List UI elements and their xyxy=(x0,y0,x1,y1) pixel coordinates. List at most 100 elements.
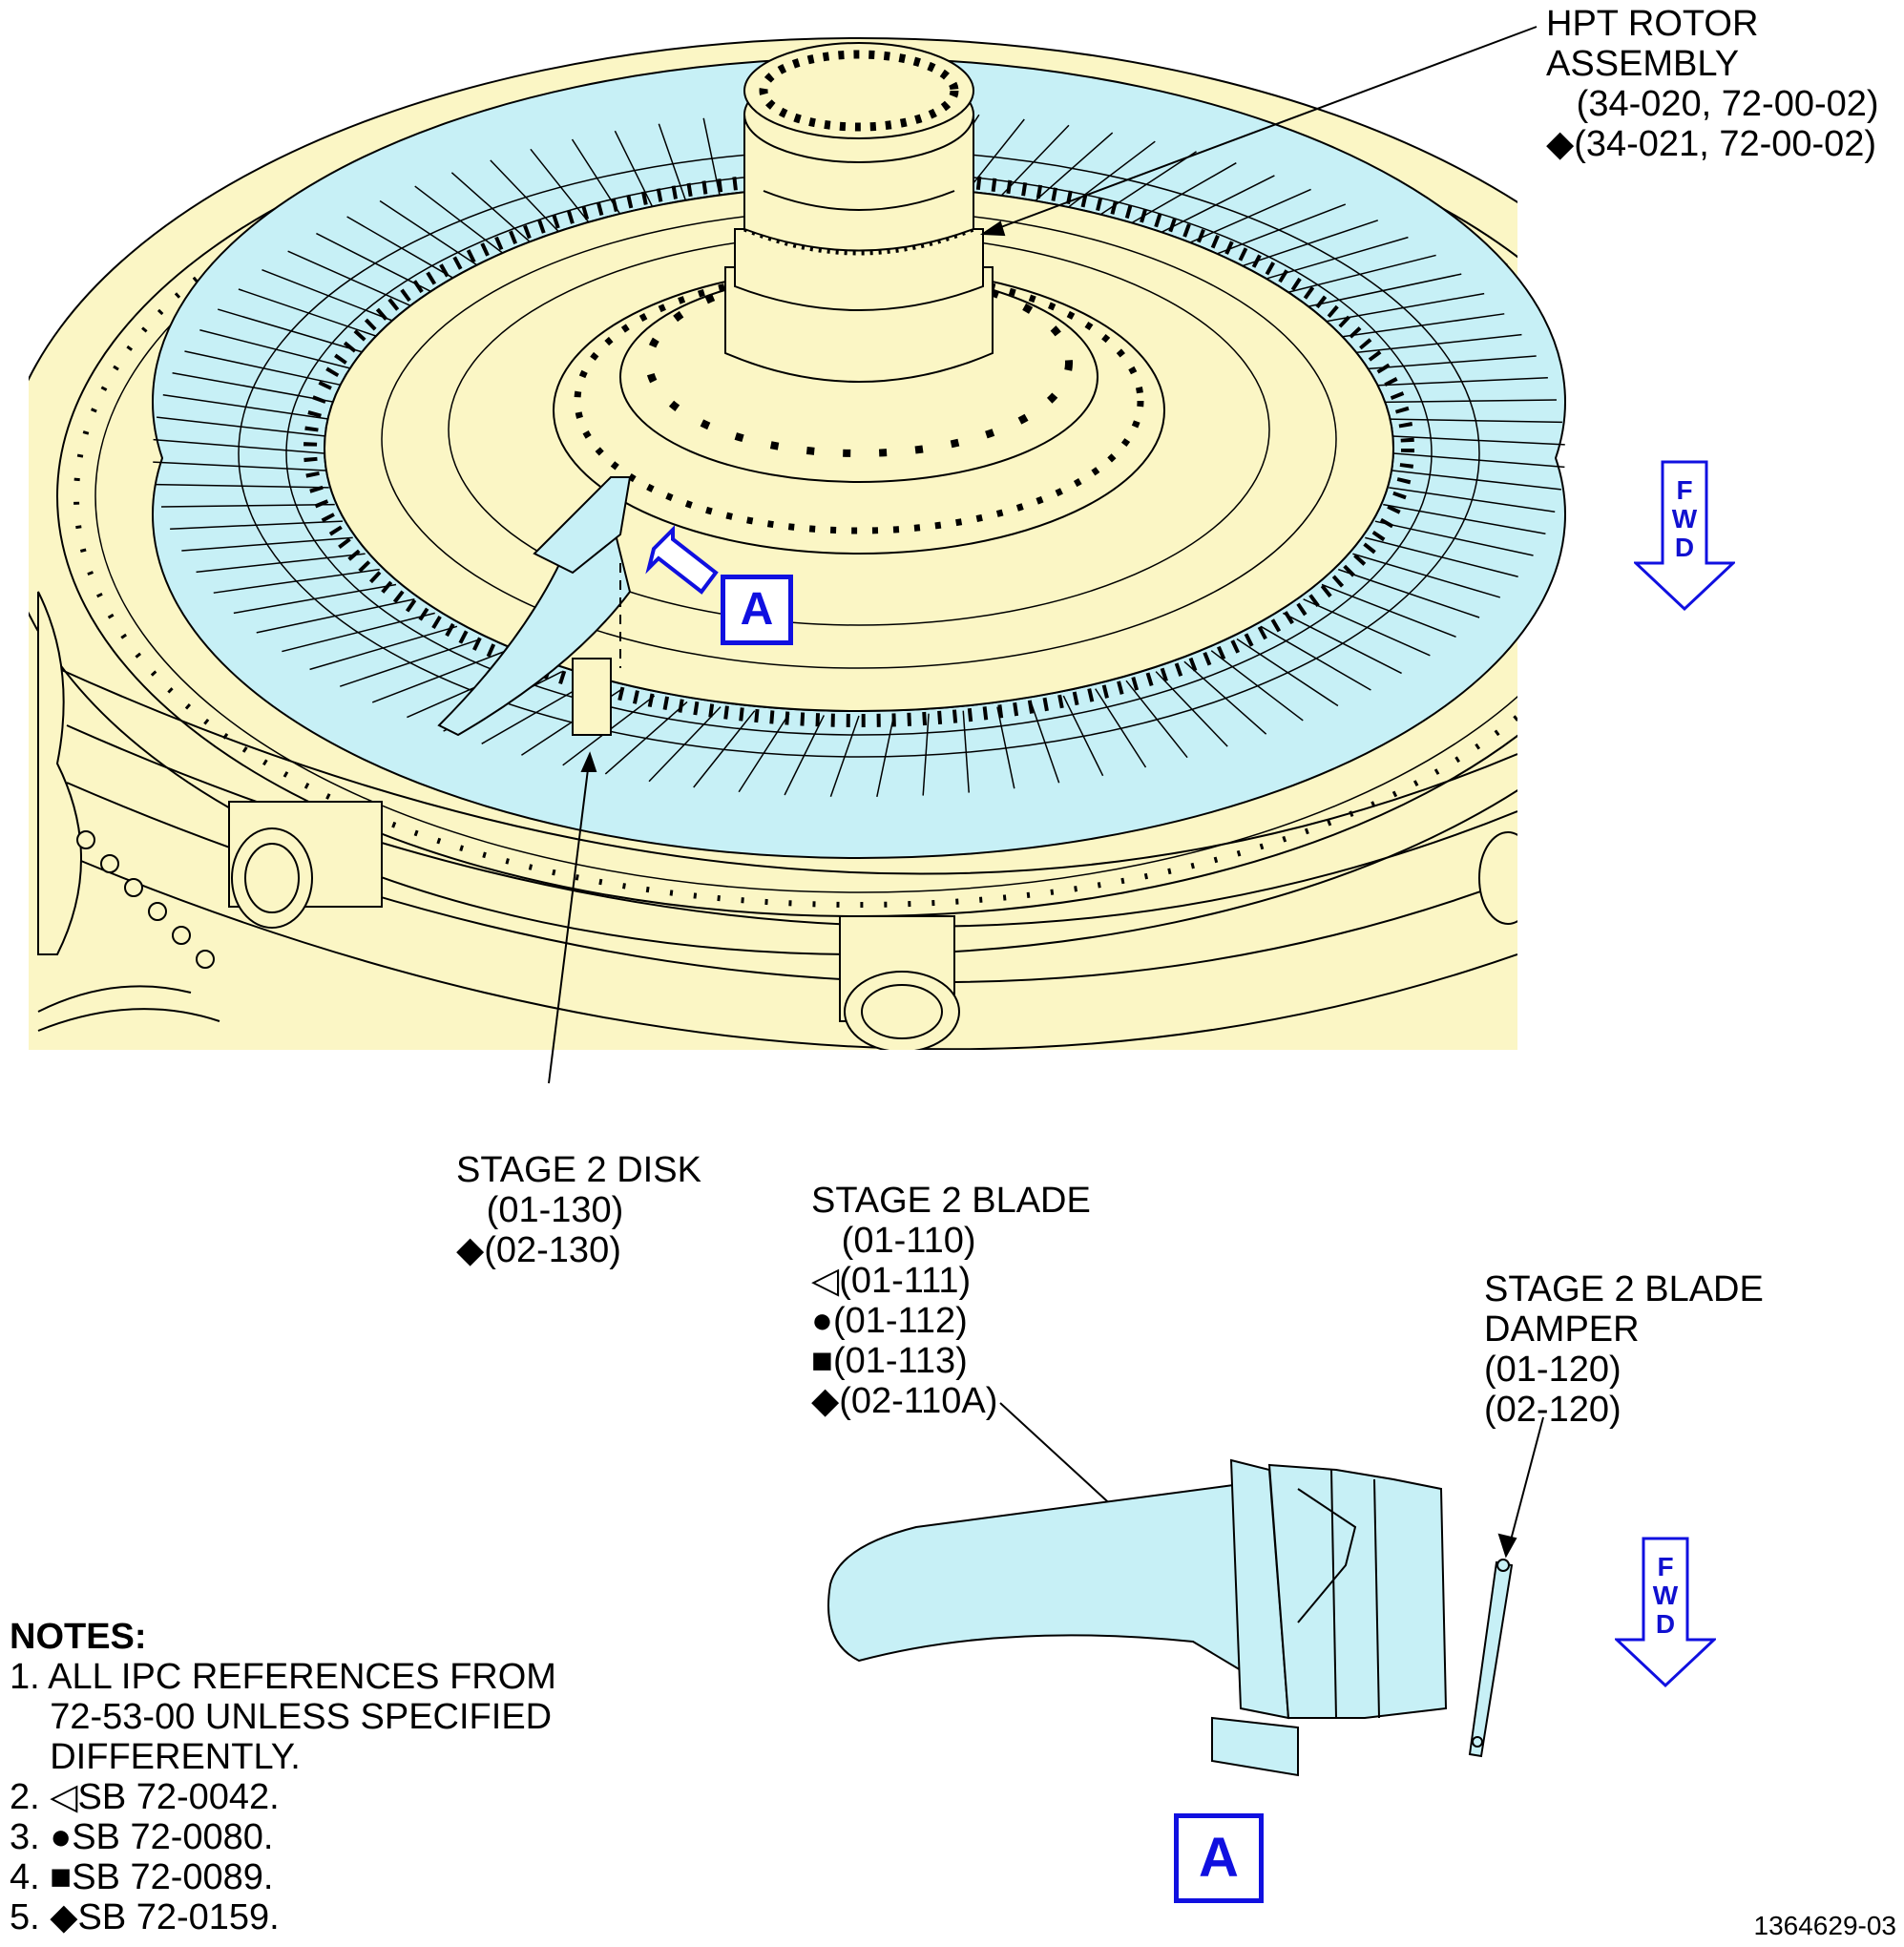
blade-edge xyxy=(238,288,380,339)
blade-edge xyxy=(1338,313,1505,339)
blade-edge xyxy=(156,483,329,489)
stage2-blade-label: STAGE 2 BLADE (01-110) ◁(01-111) ●(01-11… xyxy=(811,1181,1091,1421)
blade-edge xyxy=(693,710,756,788)
blade-edge xyxy=(604,701,688,775)
notes-title: NOTES: xyxy=(10,1617,147,1657)
blade-edge xyxy=(1374,520,1534,556)
blade-edge xyxy=(1095,151,1197,219)
blade-edge xyxy=(379,199,482,269)
stage2-blade-damper-label: STAGE 2 BLADE DAMPER (01-120) (02-120) xyxy=(1484,1269,1764,1430)
blade-edge xyxy=(1338,568,1480,618)
stage2-disk-label: STAGE 2 DISK (01-130) ◆(02-130) xyxy=(456,1150,701,1270)
blade-edge xyxy=(1210,650,1304,722)
blade-edge xyxy=(1392,452,1565,469)
blade-edge xyxy=(1389,418,1562,424)
blade-edge xyxy=(922,713,930,796)
removed-blade-on-disk xyxy=(437,476,632,737)
blade-edge xyxy=(1365,536,1518,577)
blade-edge xyxy=(1236,220,1379,269)
hpt-rotor-assembly-label: HPT ROTOR ASSEMBLY (34-020, 72-00-02) ◆(… xyxy=(1546,4,1879,164)
blade-edge xyxy=(414,185,508,257)
blade-edge xyxy=(196,553,366,574)
blade-edge xyxy=(1391,470,1561,491)
blade-edge xyxy=(1391,435,1565,446)
blade-edge xyxy=(996,706,1015,789)
blade-edge xyxy=(876,715,895,798)
blade-edge xyxy=(1365,355,1537,370)
blade-edge xyxy=(1155,671,1228,747)
blade-edge xyxy=(1125,680,1188,759)
blade-edge xyxy=(1383,503,1546,535)
blade-edge xyxy=(1282,612,1402,675)
blade-edge xyxy=(172,371,335,404)
blade-edge xyxy=(1030,701,1060,784)
blade-edge xyxy=(1155,175,1275,237)
blade-edge xyxy=(1062,695,1104,777)
blade-edge xyxy=(784,715,826,796)
blade-edge xyxy=(1352,333,1522,354)
note-line: 3. ●SB 72-0080. xyxy=(10,1817,274,1857)
fwd-arrow-icon xyxy=(1632,460,1737,612)
blade-edge xyxy=(217,308,366,354)
blade-edge xyxy=(1383,399,1557,404)
blade-edge xyxy=(648,706,722,783)
blade-edge xyxy=(530,148,593,227)
blade-edge xyxy=(1260,625,1371,691)
blade-edge xyxy=(282,612,435,653)
blade-edge xyxy=(1389,487,1556,513)
document-number: 1364629-03 xyxy=(1753,1911,1896,1940)
blade-edge xyxy=(490,159,563,236)
blade-edge xyxy=(962,710,970,793)
note-line: 4. ■SB 72-0089. xyxy=(10,1857,274,1897)
view-a-marker-detail: A xyxy=(1174,1813,1264,1903)
blade-edge xyxy=(1321,583,1456,639)
blade-edge xyxy=(161,503,335,508)
note-line: 72-53-00 UNLESS SPECIFIED xyxy=(10,1697,553,1737)
blade-edge xyxy=(170,520,344,530)
blade-edge xyxy=(829,715,860,797)
note-line: DIFFERENTLY. xyxy=(10,1737,301,1777)
blade-edge xyxy=(1183,188,1311,246)
blade-edge xyxy=(371,650,508,703)
blade-edge xyxy=(157,416,326,437)
stage2-blade-damper xyxy=(1468,1559,1514,1758)
blade-edge xyxy=(1374,377,1548,387)
blade-edge xyxy=(1283,254,1436,295)
blade-edge xyxy=(287,250,415,308)
fwd-arrow-icon xyxy=(1613,1537,1718,1688)
blade-edge xyxy=(153,438,325,454)
hpt-shaft xyxy=(724,42,994,383)
blade-edge xyxy=(658,123,688,205)
stage2-blade-detail xyxy=(827,1458,1448,1777)
blade-edge xyxy=(213,568,380,594)
blade-edge xyxy=(256,598,415,634)
blade-edge xyxy=(1030,132,1114,206)
blade-edge xyxy=(153,461,326,471)
fwd-arrow-top: F W D xyxy=(1632,460,1737,613)
blade-edge xyxy=(1236,638,1339,707)
note-line: 2. ◁SB 72-0042. xyxy=(10,1777,280,1817)
blade-edge xyxy=(1183,660,1267,735)
blade-edge xyxy=(1210,203,1347,257)
note-line: 1. ALL IPC REFERENCES FROM xyxy=(10,1657,556,1697)
blade-edge xyxy=(184,350,344,387)
blade-edge xyxy=(1062,140,1156,212)
blade-edge xyxy=(1303,273,1462,308)
view-a-arrow xyxy=(645,525,719,595)
blade-edge xyxy=(262,268,397,324)
blade-edge xyxy=(702,117,722,200)
blade-edge xyxy=(738,713,790,793)
blade-edge xyxy=(614,130,656,212)
blade-edge xyxy=(339,638,482,687)
note-line: 5. ◆SB 72-0159. xyxy=(10,1897,280,1937)
blade-edge xyxy=(181,536,353,552)
disk-slots xyxy=(303,170,1414,727)
blade-edge xyxy=(450,172,534,246)
view-a-marker-top: A xyxy=(721,575,793,645)
blade-edge xyxy=(1352,553,1501,598)
blade-edge xyxy=(1303,598,1431,657)
notes-block: NOTES: 1. ALL IPC REFERENCES FROM 72-53-… xyxy=(10,1617,556,1937)
blade-edge xyxy=(1095,688,1147,768)
blade-edge xyxy=(233,583,397,615)
